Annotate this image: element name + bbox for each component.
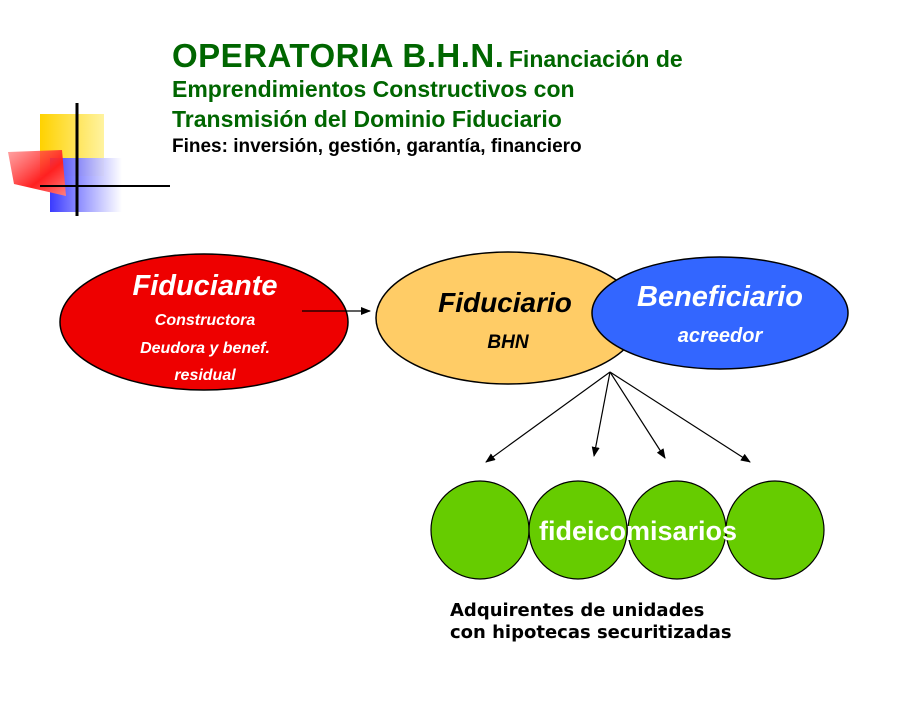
- fiduciante-title: Fiduciante: [132, 270, 277, 302]
- adquirentes-line1: Adquirentes de unidades: [450, 600, 705, 621]
- fiduciario-sub: BHN: [487, 332, 529, 353]
- fiduciante-line2: Deudora y benef.: [140, 340, 270, 357]
- beneficiario-ellipse: [591, 256, 849, 370]
- arrow-to-fideicomisario-2: [591, 371, 611, 457]
- fideicomisarios-label: fideicomisarios: [539, 516, 737, 546]
- fideicomisarios-group: fideicomisarios: [430, 480, 825, 580]
- arrow-to-fideicomisario-1: [485, 371, 611, 463]
- arrow-to-fideicomisario-4: [609, 371, 751, 463]
- fiduciante-line1: Constructora: [155, 312, 256, 329]
- fideicomisario-circle-1: [430, 480, 530, 580]
- title-block: OPERATORIA B.H.N. Financiación de Empren…: [172, 38, 872, 160]
- title-main: OPERATORIA B.H.N.: [172, 37, 505, 74]
- fiduciante-node: Fiduciante Constructora Deudora y benef.…: [59, 253, 349, 391]
- corner-decoration: [8, 103, 170, 216]
- title-line-3: Transmisión del Dominio Fiduciario: [172, 106, 562, 132]
- fideicomisario-circle-2: [528, 480, 628, 580]
- title-sub: Financiación de: [508, 46, 683, 72]
- fiduciario-node: Fiduciario BHN: [375, 251, 641, 385]
- deco-red-square: [8, 150, 66, 196]
- title-fines: Fines: inversión, gestión, garantía, fin…: [172, 136, 582, 157]
- fiduciante-line3: residual: [174, 367, 236, 384]
- title-line-2: Emprendimientos Constructivos con: [172, 76, 575, 102]
- fideicomisario-circle-4: [725, 480, 825, 580]
- fiduciante-ellipse: [59, 253, 349, 391]
- fiduciario-title: Fiduciario: [438, 287, 572, 318]
- beneficiario-sub: acreedor: [678, 325, 764, 347]
- fan-out-arrows: [485, 371, 751, 463]
- arrow-to-fideicomisario-3: [609, 371, 666, 459]
- beneficiario-title: Beneficiario: [637, 281, 803, 313]
- beneficiario-node: Beneficiario acreedor: [591, 256, 849, 370]
- adquirentes-line2: con hipotecas securitizadas: [450, 622, 732, 643]
- adquirentes-caption: Adquirentes de unidades con hipotecas se…: [450, 600, 732, 644]
